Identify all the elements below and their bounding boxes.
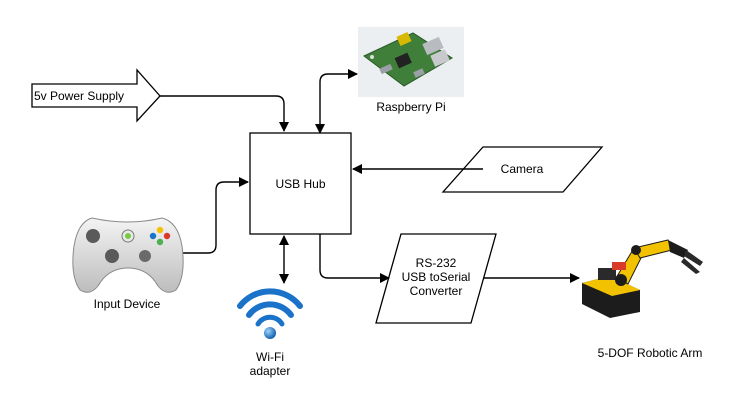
camera-label: Camera [500, 162, 544, 176]
power-to-hub-connector [160, 95, 289, 132]
robotic-arm-label: 5-DOF Robotic Arm [597, 346, 703, 360]
usb-hub-box [249, 132, 352, 235]
hub-raspberry-connector [315, 69, 358, 134]
wifi-icon [237, 288, 303, 339]
usb-hub-label: USB Hub [275, 177, 326, 191]
raspberry-pi-label: Raspberry Pi [376, 100, 446, 114]
input-device-label: Input Device [93, 297, 161, 311]
power-supply-arrow [31, 68, 161, 123]
camera-shape [441, 146, 604, 193]
input-to-hub-connector [183, 177, 249, 254]
hub-to-converter-connector [319, 234, 390, 283]
converter-label-line2: USB toSerial [401, 270, 471, 284]
converter-label: RS-232 USB toSerial Converter [385, 256, 487, 298]
wifi-label-line1: Wi-Fi [256, 350, 284, 364]
converter-shape [375, 233, 497, 324]
wifi-label-line2: adapter [249, 364, 291, 378]
raspberry-pi-board-icon [358, 27, 464, 97]
converter-label-line1: RS-232 [415, 256, 457, 270]
robotic-arm-icon [582, 239, 703, 318]
wifi-adapter-label: Wi-Fi adapter [232, 350, 308, 378]
converter-label-line3: Converter [409, 284, 463, 298]
power-supply-label: 5v Power Supply [34, 89, 125, 103]
gamepad-icon [72, 217, 184, 293]
